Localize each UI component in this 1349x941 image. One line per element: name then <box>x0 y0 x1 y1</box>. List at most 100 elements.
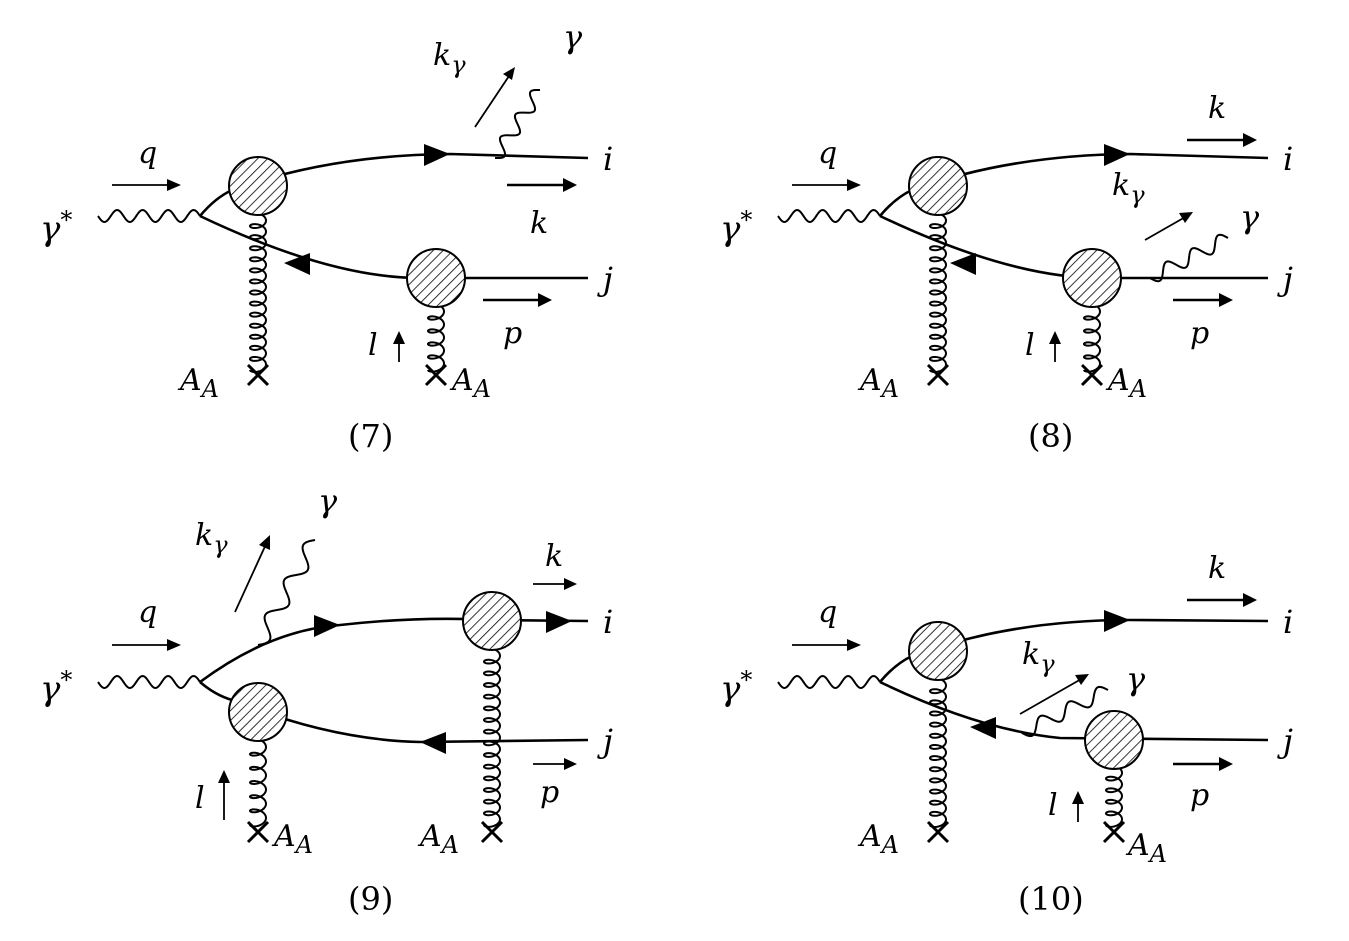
kgamma-arrowhead <box>1075 674 1089 685</box>
quark-arrow-upper <box>314 615 340 637</box>
label-A-left: AA <box>857 819 899 859</box>
label-quark-j: j <box>1277 260 1293 298</box>
blob-upper-right <box>462 591 522 651</box>
l-arrowhead <box>218 770 230 783</box>
label-k: k <box>530 206 548 241</box>
blob-lower-right <box>1062 248 1122 308</box>
virtual-photon-line <box>777 208 881 224</box>
diagram-7: γ* q kγ γ i j k p l AA AA (7) <box>40 18 613 455</box>
label-p: p <box>1190 316 1209 351</box>
label-q: q <box>138 136 157 171</box>
label-photon-out: γ <box>1240 198 1260 236</box>
k-arrowhead <box>1243 593 1257 607</box>
label-kgamma: kγ <box>1112 168 1145 209</box>
quark-arrow-outgoing-i <box>546 611 572 633</box>
diagram-9: γ* q kγ γ i j k p l AA AA (9) <box>40 482 613 918</box>
label-q: q <box>818 595 837 630</box>
label-A-right: AA <box>1125 828 1167 868</box>
gluon-line-right <box>426 302 446 373</box>
kgamma-arrowhead <box>1179 212 1193 223</box>
label-photon-in: γ* <box>720 666 752 709</box>
l-arrowhead <box>393 331 405 344</box>
label-l: l <box>195 781 205 816</box>
gluon-line-right <box>482 647 502 828</box>
q-arrowhead <box>847 639 861 651</box>
label-A-right: AA <box>449 363 491 403</box>
label-photon-in: γ* <box>40 206 72 249</box>
label-p: p <box>1190 778 1209 813</box>
blob-lower-right <box>406 248 466 308</box>
kgamma-arrowhead <box>503 67 515 80</box>
label-quark-i: i <box>1283 140 1293 178</box>
label-A-left: AA <box>177 363 219 403</box>
k-arrowhead <box>564 578 577 590</box>
label-kgamma: kγ <box>195 518 228 559</box>
quark-line-upper <box>199 617 589 684</box>
caption-8: (8) <box>1028 417 1073 455</box>
q-arrowhead <box>167 639 181 651</box>
label-photon-out: γ <box>1126 660 1146 698</box>
blob-upper <box>908 621 968 681</box>
diagram-10: γ* q kγ γ i j k p l AA AA (10) <box>720 551 1293 918</box>
cross-right <box>480 820 504 844</box>
gluon-line-left <box>928 212 948 373</box>
blob-upper <box>228 156 288 216</box>
p-arrowhead <box>564 758 577 770</box>
cross-left <box>926 820 950 844</box>
gluon-line-right <box>1104 764 1124 828</box>
kgamma-momentum-arrow <box>1019 677 1084 715</box>
label-k: k <box>1208 91 1226 126</box>
label-A-left: AA <box>271 819 313 859</box>
quark-arrow-upper <box>1104 144 1130 166</box>
label-kgamma: kγ <box>1022 637 1055 678</box>
kgamma-momentum-arrow <box>474 69 514 128</box>
caption-7: (7) <box>348 417 393 455</box>
p-arrowhead <box>538 293 552 307</box>
caption-9: (9) <box>348 880 393 918</box>
outgoing-photon-line <box>1021 685 1109 738</box>
label-q: q <box>818 136 837 171</box>
label-l: l <box>1025 328 1035 363</box>
quark-arrow-upper <box>424 144 450 166</box>
outgoing-photon-line <box>257 539 316 646</box>
quark-arrow-upper <box>1104 610 1130 632</box>
antiquark-arrow-lower <box>950 253 976 275</box>
gluon-line-left <box>248 737 268 828</box>
label-quark-j: j <box>597 260 613 298</box>
label-p: p <box>503 316 522 351</box>
label-l: l <box>368 328 378 363</box>
label-k: k <box>545 539 563 574</box>
kgamma-momentum-arrow <box>1144 215 1188 241</box>
k-arrowhead <box>563 178 577 192</box>
label-quark-j: j <box>1277 722 1293 760</box>
label-photon-out: γ <box>563 18 583 56</box>
virtual-photon-line <box>777 674 881 690</box>
caption-10: (10) <box>1018 880 1084 918</box>
virtual-photon-line <box>97 208 201 224</box>
p-arrowhead <box>1219 757 1233 771</box>
label-quark-i: i <box>603 603 613 641</box>
quark-line-lower <box>879 680 1269 742</box>
cross-left <box>926 363 950 387</box>
cross-right <box>424 363 448 387</box>
q-arrowhead <box>167 179 181 191</box>
diagram-8: γ* q kγ γ i j k p l AA AA (8) <box>720 91 1293 455</box>
label-quark-i: i <box>603 140 613 178</box>
label-quark-j: j <box>597 722 613 760</box>
label-A-right: AA <box>1105 363 1147 403</box>
label-p: p <box>540 775 559 810</box>
label-photon-in: γ* <box>720 206 752 249</box>
q-arrowhead <box>847 179 861 191</box>
kgamma-momentum-arrow <box>234 541 268 613</box>
blob-lower-left <box>228 682 288 742</box>
cross-right <box>1102 820 1126 844</box>
cross-left <box>246 820 270 844</box>
gluon-line-right <box>1082 302 1102 373</box>
antiquark-arrow-lower <box>420 732 446 754</box>
cross-left <box>246 363 270 387</box>
label-photon-out: γ <box>318 482 338 520</box>
cross-right <box>1080 363 1104 387</box>
label-photon-in: γ* <box>40 666 72 709</box>
k-arrowhead <box>1243 133 1257 147</box>
